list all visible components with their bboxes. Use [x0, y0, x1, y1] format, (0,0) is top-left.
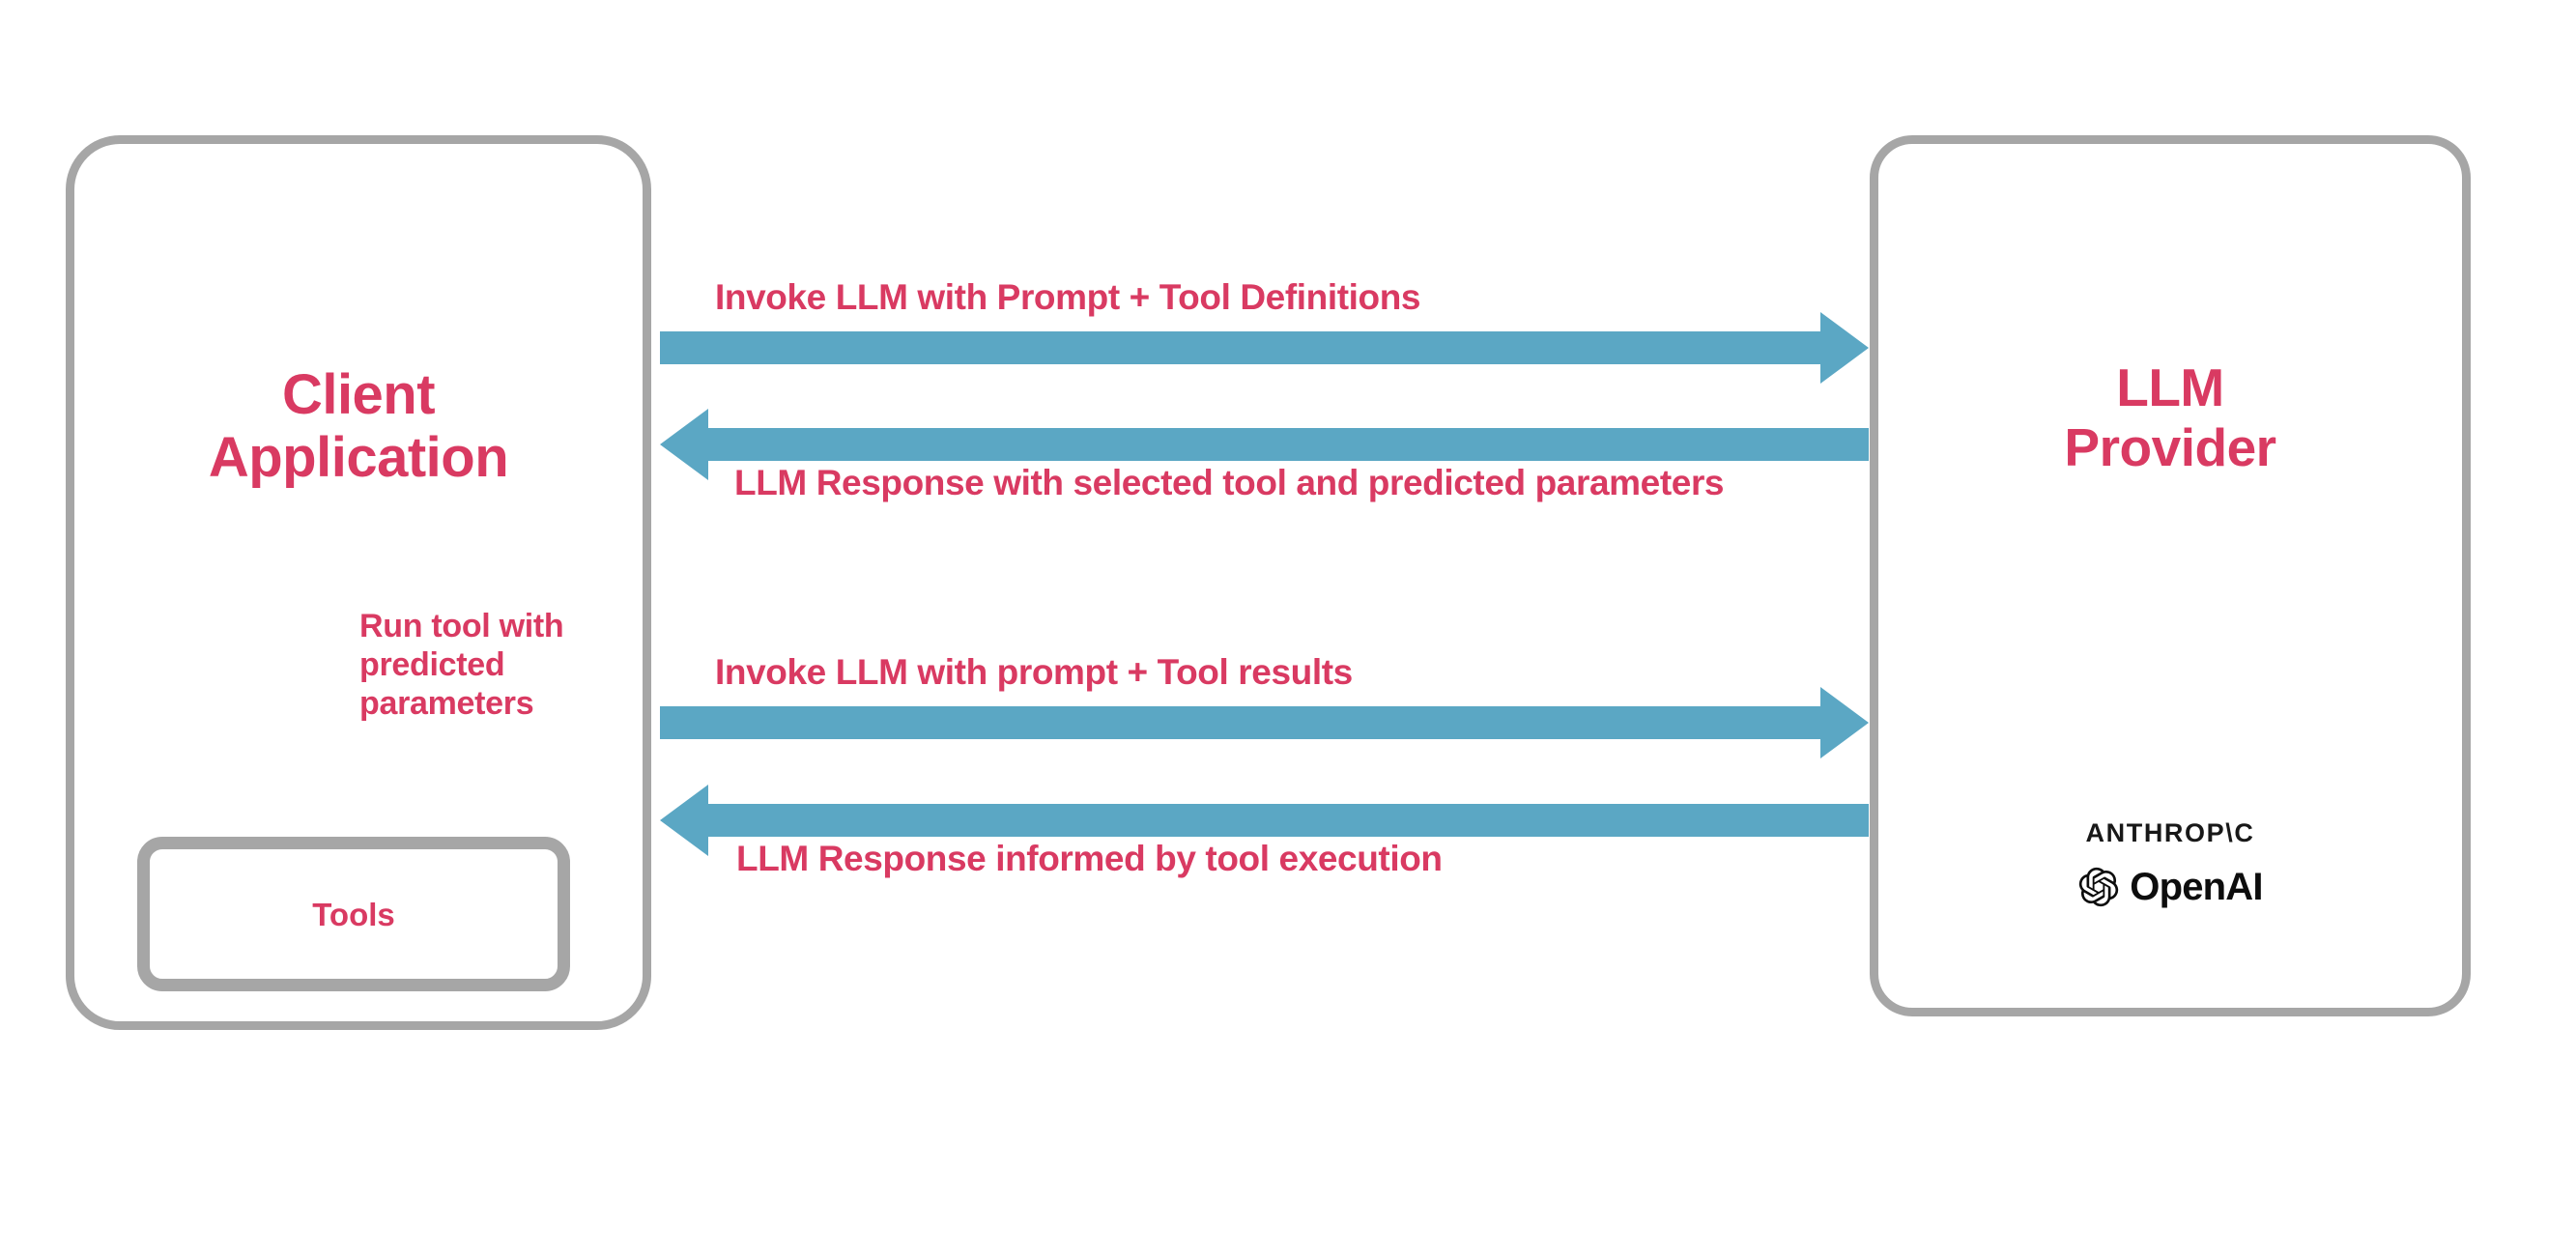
arrow-label-response-1: LLM Response with selected tool and pred… [734, 463, 1725, 502]
openai-wordmark: OpenAI [2130, 866, 2263, 908]
anthropic-logo: ANTHROP\C [2085, 818, 2255, 847]
llm-provider-box[interactable]: LLM Provider ANTHROP\C OpenAI [1870, 135, 2471, 1016]
tools-label: Tools [312, 896, 395, 932]
run-tool-arrow-label: Run tool with predicted parameters [359, 608, 564, 723]
provider-title-line-1: LLM [2116, 357, 2224, 417]
arrow-invoke-2 [660, 687, 1869, 758]
arrow-label-invoke-1: Invoke LLM with Prompt + Tool Definition… [715, 277, 1421, 317]
provider-title-line-2: Provider [2064, 416, 2276, 477]
tools-box[interactable]: Tools [137, 837, 570, 991]
arrow-invoke-1 [660, 312, 1869, 384]
openai-mark-icon [2079, 867, 2119, 907]
client-title-line-1: Client [281, 363, 436, 426]
client-title-line-2: Application [208, 425, 509, 489]
arrow-label-response-2: LLM Response informed by tool execution [736, 839, 1443, 878]
provider-logo-stack: ANTHROP\C OpenAI [1878, 820, 2462, 908]
client-application-title: Client Application [74, 363, 643, 490]
arrow-label-invoke-2: Invoke LLM with prompt + Tool results [715, 652, 1353, 692]
llm-provider-title: LLM Provider [1878, 357, 2462, 477]
openai-logo-group: OpenAI [2077, 866, 2264, 908]
